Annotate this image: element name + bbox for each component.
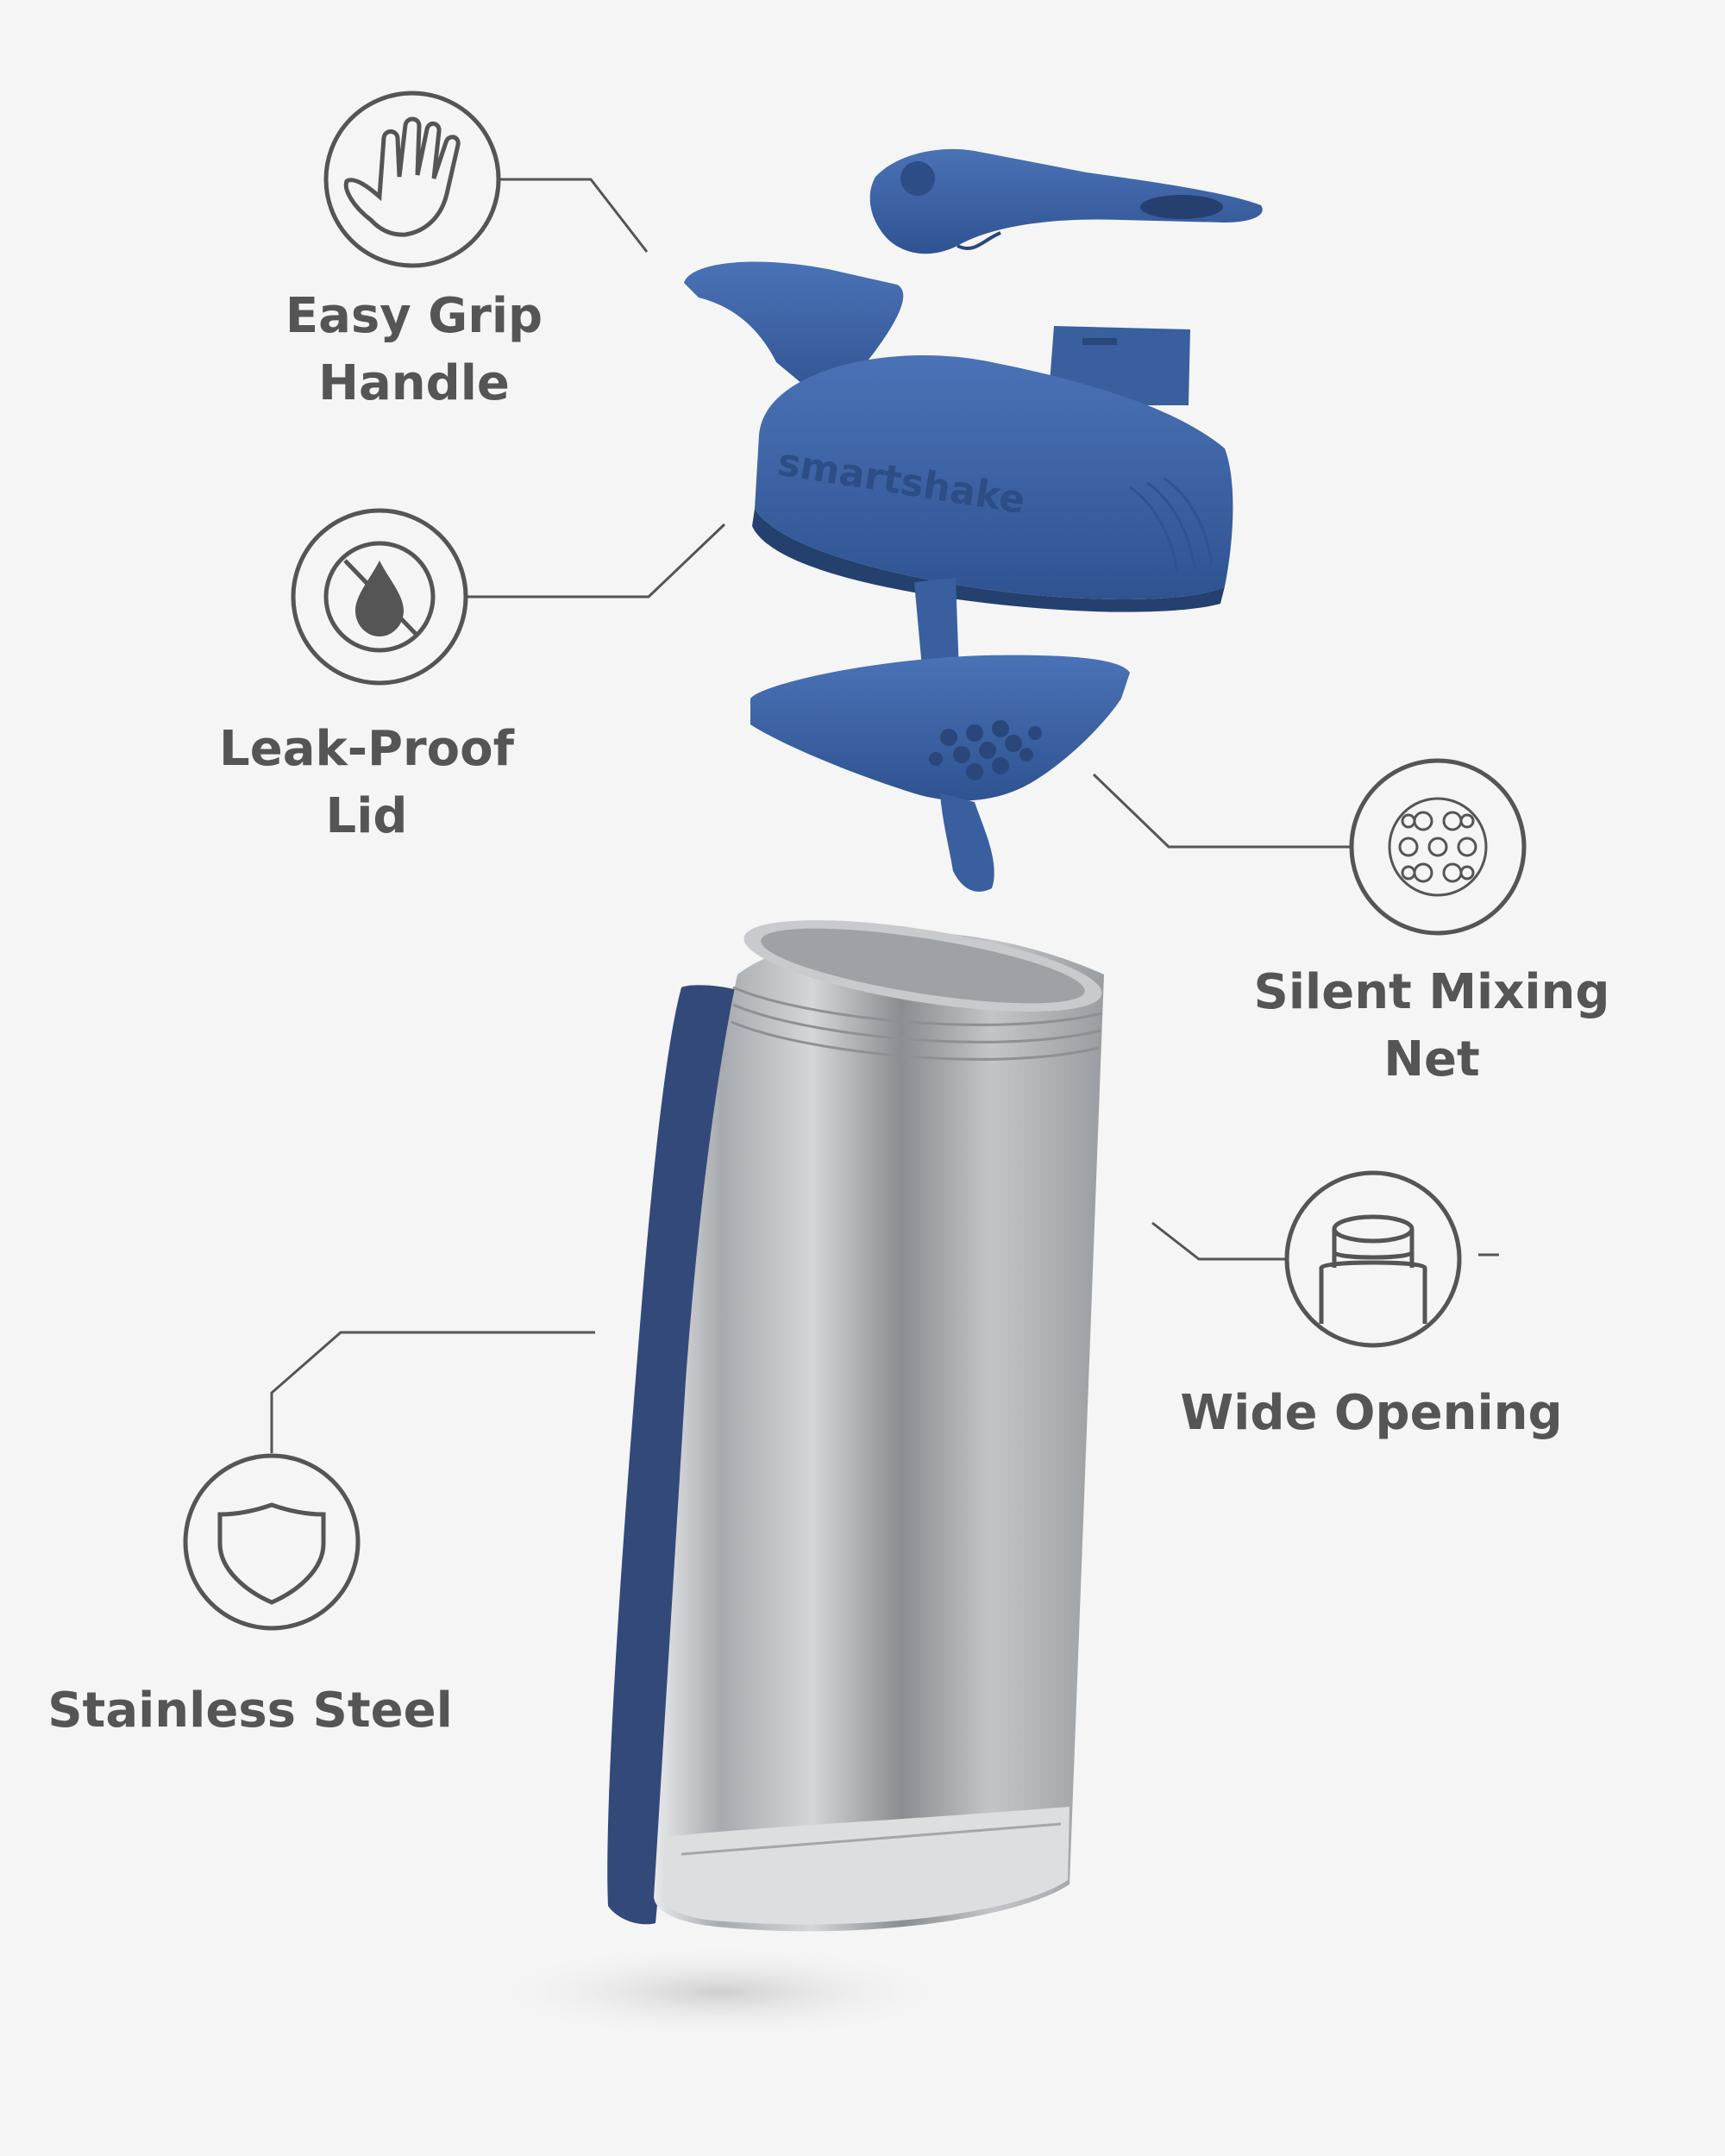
- leak-proof-line2: Lid: [325, 788, 408, 844]
- shield-icon: [183, 1453, 361, 1631]
- connector-lines: [270, 178, 1499, 1453]
- connector-steel: [270, 1331, 595, 1453]
- mixing-net-line1: Silent Mixing: [1253, 964, 1610, 1020]
- ground-shadow: [487, 1945, 953, 2040]
- feature-leak-proof-label: Leak-Proof Lid: [194, 716, 539, 850]
- feature-stainless-label: Stainless Steel: [26, 1677, 474, 1745]
- feature-wide-opening-label: Wide Opening: [1138, 1380, 1604, 1447]
- stainless-line1: Stainless Steel: [47, 1683, 453, 1739]
- hand-icon: [323, 91, 501, 268]
- easy-grip-line2: Handle: [318, 355, 510, 411]
- mixing-net-part: [750, 655, 1130, 892]
- lid-part: smartshake: [684, 261, 1233, 690]
- mesh-net-icon: [1349, 758, 1527, 936]
- feature-easy-grip-label: Easy Grip Handle: [242, 283, 586, 417]
- leak-proof-line1: Leak-Proof: [219, 721, 514, 777]
- mixing-net-line2: Net: [1383, 1031, 1480, 1087]
- easy-grip-line1: Easy Grip: [285, 288, 543, 344]
- flip-cap-part: [869, 148, 1263, 254]
- no-drop-icon: [291, 508, 468, 686]
- open-jar-icon: [1284, 1170, 1462, 1348]
- connector-lid: [467, 523, 726, 599]
- connector-net: [1092, 773, 1350, 849]
- connector-wide: [1151, 1221, 1287, 1261]
- cup-body-part: [607, 920, 1104, 1932]
- feature-mixing-net-label: Silent Mixing Net: [1225, 959, 1639, 1094]
- connector-grip: [499, 178, 649, 253]
- wide-opening-line1: Wide Opening: [1180, 1385, 1563, 1441]
